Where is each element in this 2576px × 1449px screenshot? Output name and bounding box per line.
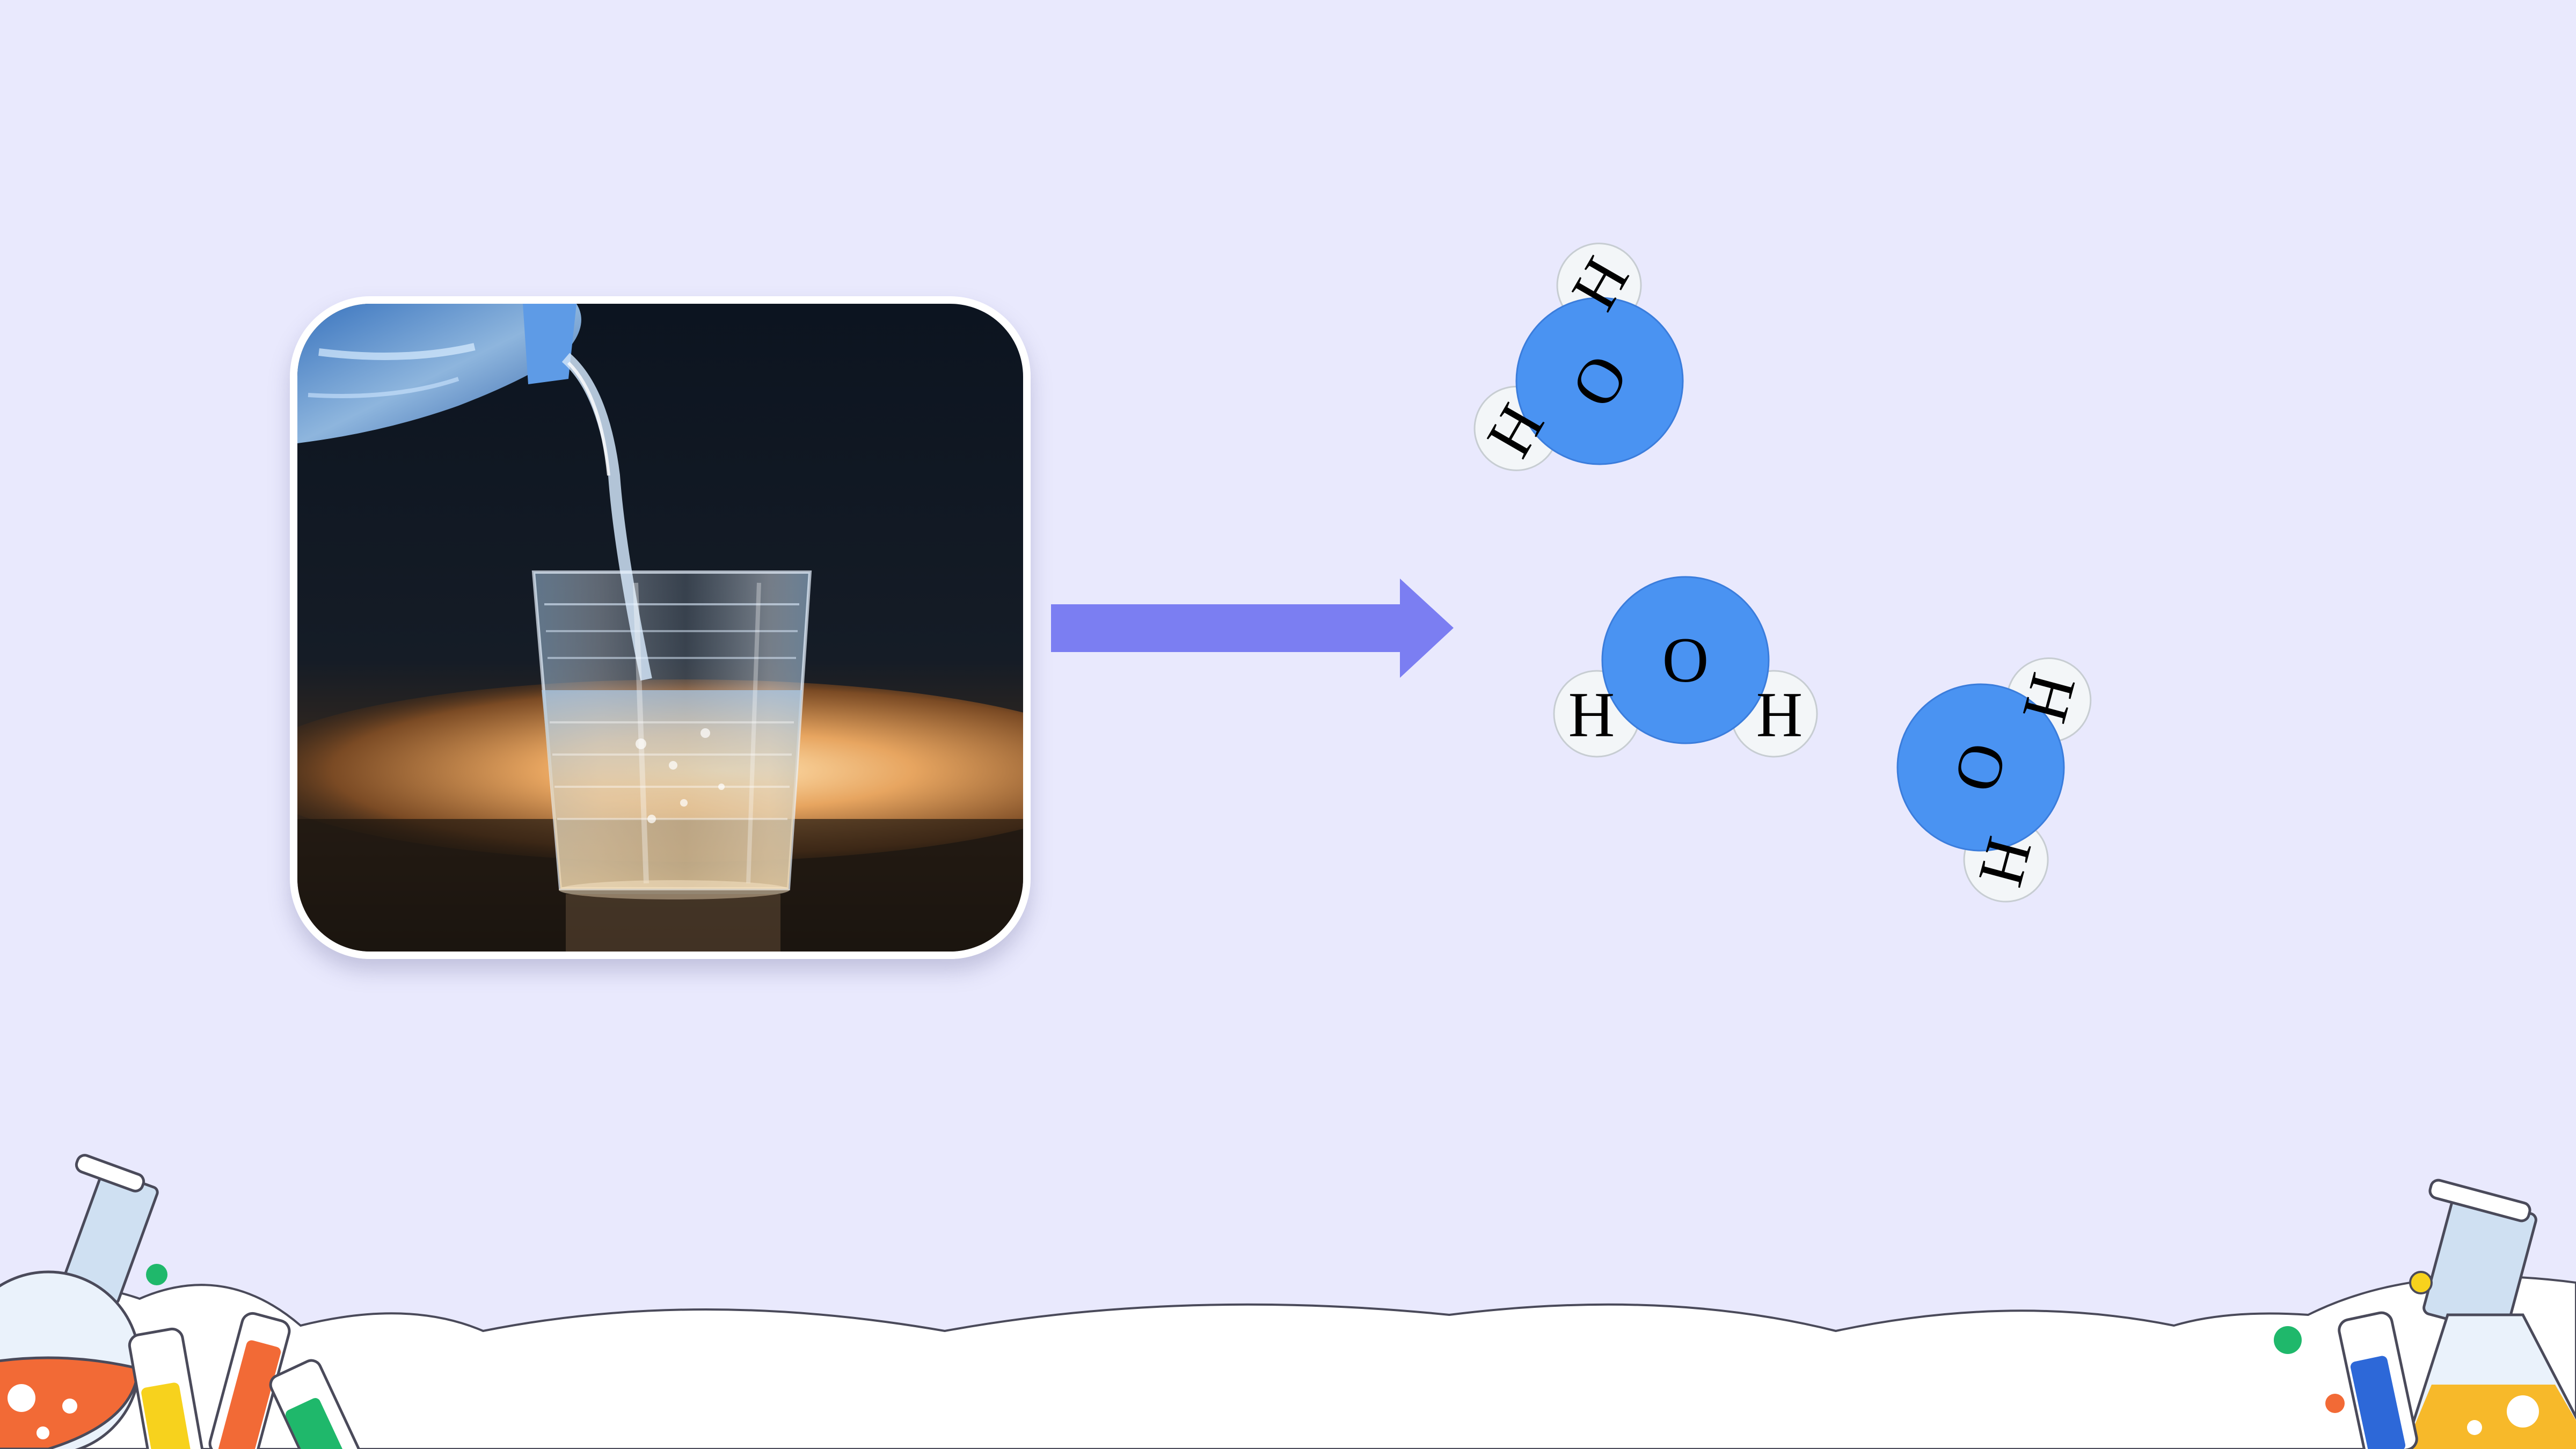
right-test-tube-icon [2274,1271,2433,1449]
right-flask-icon [2403,1179,2576,1449]
water-pouring-image [297,304,1023,952]
left-flask-icon [0,1154,159,1449]
oxygen-atom [1896,683,2065,852]
water-molecule-2: O H H [1535,537,1836,837]
hydrogen-label: H [1756,679,1803,750]
oxygen-label: O [1662,624,1709,696]
water-pouring-photo [290,296,1031,959]
oxygen-atom [1601,576,1770,744]
hydrogen-label: H [1568,679,1615,750]
water-molecule-1: O H H [1449,231,1750,531]
left-test-tubes-icon [128,1264,364,1449]
right-arrow-icon [1051,579,1454,678]
oxygen-atom [1515,297,1684,465]
water-molecule-3: O H H [1830,617,2131,918]
lab-glassware-decoration [0,1154,2576,1449]
